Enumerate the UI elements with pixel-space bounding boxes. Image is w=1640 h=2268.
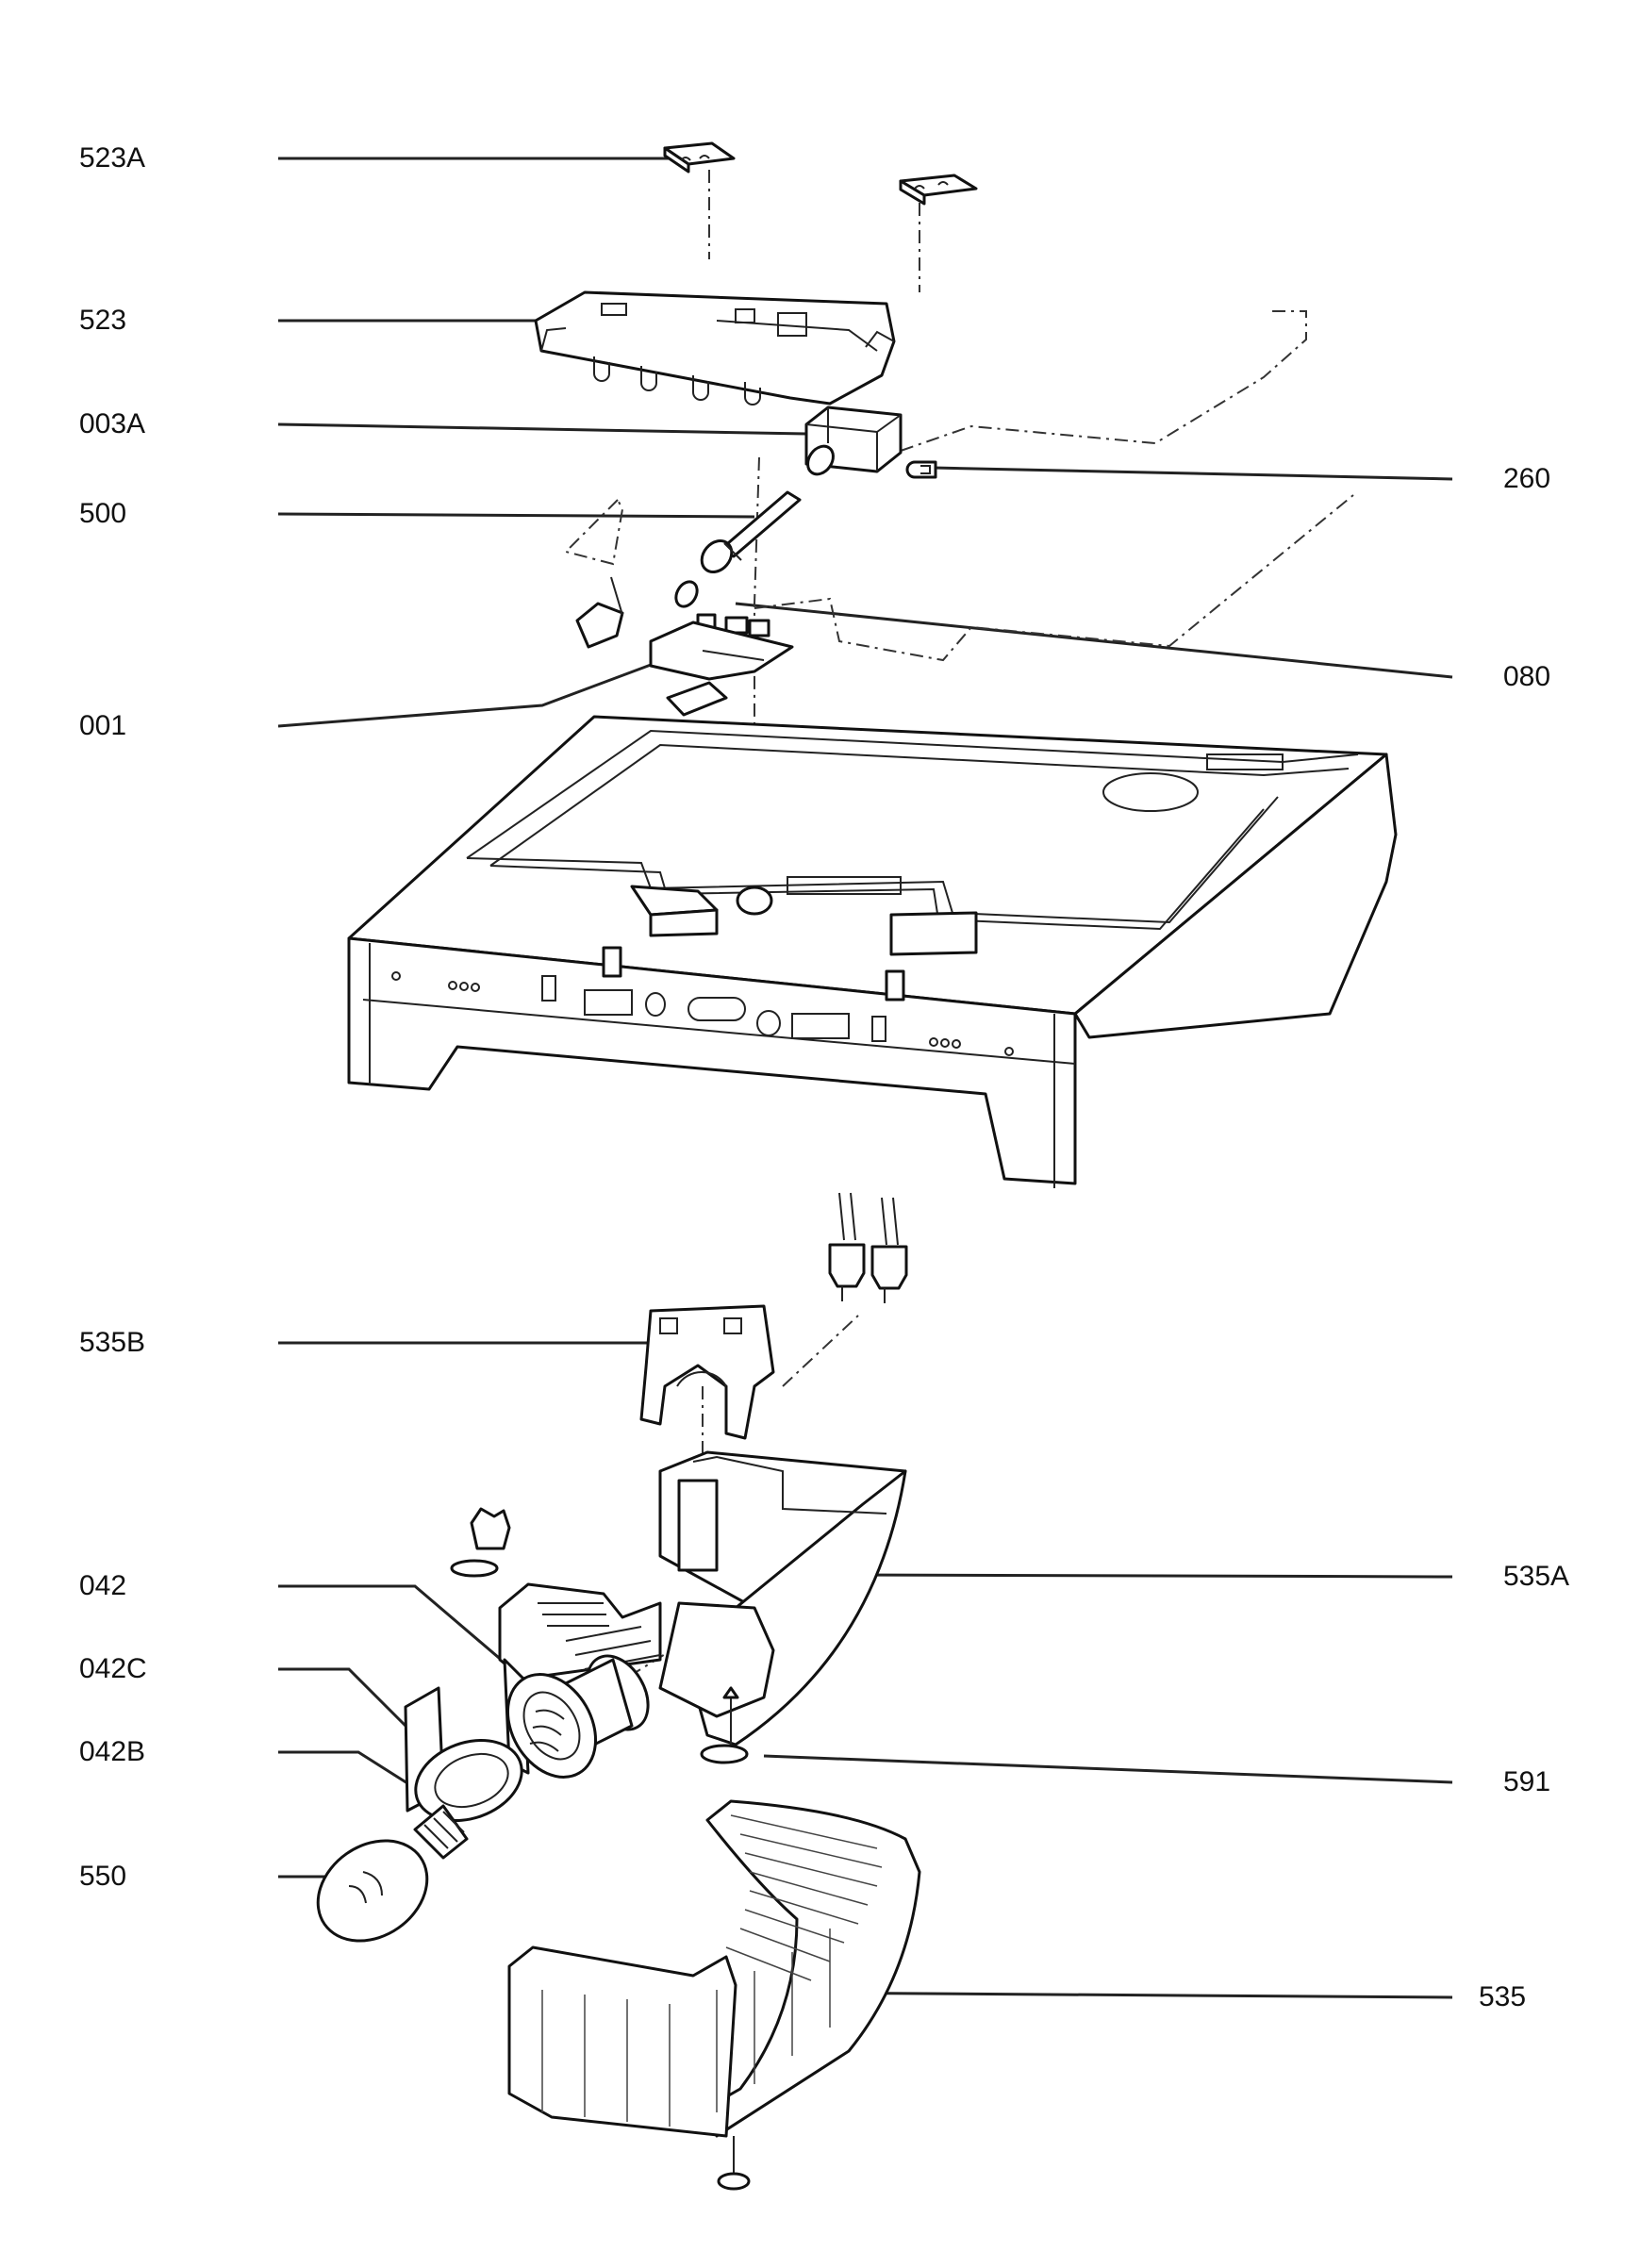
callout-003A: 003A [79,408,146,439]
callout-042C: 042C [79,1653,147,1684]
leader-591 [763,1754,1453,1784]
callout-001: 001 [79,710,127,741]
callout-042: 042 [79,1570,127,1601]
clip-523A [663,141,736,174]
callout-500: 500 [79,498,127,529]
rod-500 [700,490,802,573]
leader-042C [278,1667,417,1737]
plug-connector [575,576,770,649]
screw-591 [700,1686,749,1764]
callout-535B: 535B [79,1327,146,1358]
callout-535A: 535A [1503,1561,1570,1592]
leader-535A [843,1573,1453,1579]
leader-lines [277,157,1453,1999]
bulb-550 [316,1804,469,1943]
grommet [450,1507,511,1578]
wire-terminals [828,1192,908,1303]
clip-523A-secondary [899,174,978,206]
lamp-housing-535A [498,1450,907,1775]
leader-535 [787,1991,1453,1999]
main-housing [347,715,1398,1188]
callout-523A: 523A [79,142,146,174]
cover-ribs [541,1814,883,2127]
leader-003A [277,422,807,436]
clip-260 [905,460,937,479]
cover-535 [507,1799,921,2138]
socket-042 [505,1654,650,1779]
callout-523: 523 [79,305,127,336]
callout-535: 535 [1479,1981,1527,2012]
holder-535B [639,1304,775,1440]
bottom-screw [717,2136,751,2191]
leader-080 [735,602,1453,679]
callout-591: 591 [1503,1766,1551,1797]
callout-080: 080 [1503,661,1551,692]
connector-003A [804,406,903,476]
ring-042B [414,1738,523,1823]
leader-260 [933,466,1453,481]
circuit-board-001 [649,621,794,717]
leader-001 [277,663,652,728]
callout-550: 550 [79,1861,127,1892]
leader-500 [277,512,755,519]
callout-260: 260 [1503,463,1551,494]
bracket-523 [534,290,896,406]
callout-042B: 042B [79,1736,146,1767]
